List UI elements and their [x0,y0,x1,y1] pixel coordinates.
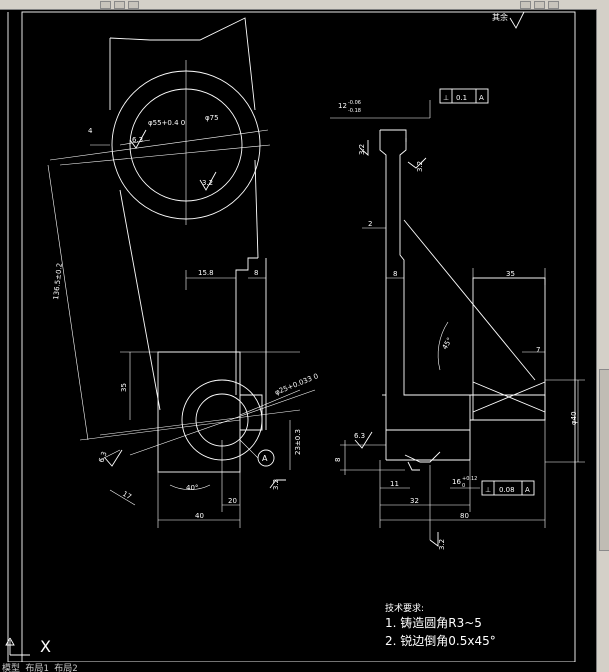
toolbar-button[interactable] [534,1,545,9]
dim-32: 32 [410,497,419,505]
dim-40: 40 [195,512,204,520]
gtol2-datum: A [525,486,530,494]
dim-small-4: 4 [88,127,93,135]
toolbar-button[interactable] [520,1,531,9]
roughness-3-2-d: 3.2 [416,161,424,172]
dim-15-8: 15.8 [198,269,214,277]
toolbar-button[interactable] [128,1,139,9]
tech-req-item-2: 2. 锐边倒角0.5x45° [385,634,496,648]
dim-80: 80 [460,512,469,520]
dim-8-left: 8 [254,269,258,277]
finish-mark-text: 其余 [492,12,508,22]
dim-12: 12 [338,102,347,110]
dim-outer-dia: φ75 [205,114,219,122]
dim-11: 11 [390,480,399,488]
toolbar-button[interactable] [114,1,125,9]
gtol2-value: 0.08 [499,486,515,494]
scrollbar-thumb[interactable] [599,369,609,551]
gtol1-symbol: ⊥ [443,94,449,102]
dim-8-height: 8 [334,458,342,462]
dim-bore-big: φ55+0.4 0 [148,119,185,127]
side-view-outline [379,129,546,463]
roughness-3-2-b: 3.2 [272,479,280,490]
drawing-area[interactable]: 其余 φ55+0.4 0 φ75 4 6.3 3.2 136.5±0.2 15.… [0,9,596,662]
roughness-symbols-right [354,11,525,547]
dim-angle-40: 40° [186,484,198,492]
dim-8-right: 8 [393,270,397,278]
ucs-icon [5,637,30,656]
roughness-6-3-a: 6.3 [132,136,143,144]
toolbar-button[interactable] [548,1,559,9]
roughness-6-3-b: 6.3 [97,450,108,463]
model-layout-tabs[interactable]: 模型 布局1 布局2 [0,662,596,672]
roughness-3-2-a: 3.2 [202,179,213,187]
dim-bore-small: φ25+0.033 0 [274,372,320,397]
gtol1-value: 0.1 [456,94,467,102]
tech-req-item-1: 1. 铸造圆角R3~5 [385,615,482,630]
dim-17: 17 [121,490,133,501]
side-view-dims [330,100,585,540]
gtol-frame-1 [439,88,489,104]
toolbar-strip [0,0,609,10]
dim-16: 16 [452,478,461,486]
tech-req-heading: 技术要求: [385,602,424,614]
dim-20: 20 [228,497,237,505]
roughness-3-2-e: 3.2 [438,539,446,550]
dim-12-lower: -0.18 [348,108,361,114]
dim-16-lower: 0 [462,483,465,489]
dim-23: 23±0.3 [294,429,302,455]
dim-angle-45: 45° [441,336,454,351]
model-layout-tabs-text[interactable]: 模型 布局1 布局2 [2,664,78,672]
dim-12-upper: -0.06 [348,100,361,106]
front-view-dims [47,60,316,528]
dim-7: 7 [536,346,540,354]
gtol-frame-2 [481,480,535,496]
roughness-6-3-c: 6.3 [354,432,365,440]
roughness-symbols-left [104,129,286,489]
roughness-3-2-c: 3.2 [358,144,366,155]
drawing-border [21,11,576,662]
ucs-x-label: X [40,637,51,656]
front-view-outline [109,17,267,473]
gtol1-datum: A [479,94,484,102]
dim-center-distance: 136.5±0.2 [52,263,64,301]
vertical-scrollbar[interactable] [596,9,609,672]
toolbar-button[interactable] [100,1,111,9]
dim-2: 2 [368,220,372,228]
gtol2-symbol: ⊥ [485,486,491,494]
dim-16-upper: +0.12 [462,476,477,482]
dim-phi-40: φ40 [570,411,578,425]
dim-35-width: 35 [506,270,515,278]
dim-35-height: 35 [120,383,128,392]
datum-a-label: A [262,454,268,463]
